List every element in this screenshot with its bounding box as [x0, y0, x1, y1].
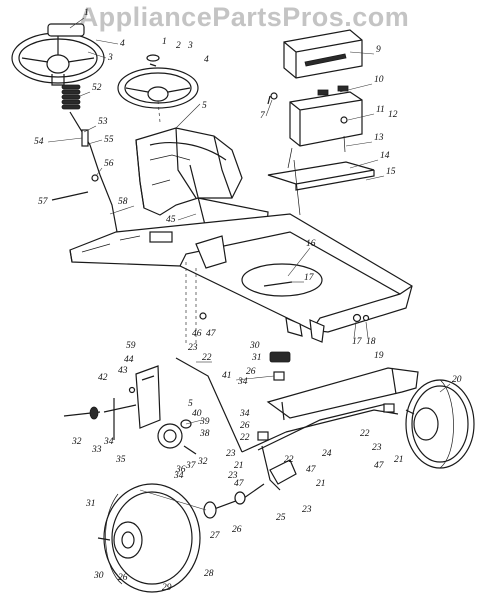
callout-47: 47 — [234, 479, 245, 489]
callout-16: 16 — [306, 239, 316, 249]
callout-46: 46 — [192, 329, 202, 339]
callout-23: 23 — [188, 343, 198, 353]
callout-1: 1 — [162, 37, 167, 47]
callout-25: 25 — [276, 513, 286, 523]
callout-labels: 1 4 3 1 2 3 4 52 5 53 54 55 56 57 58 45 … — [34, 8, 462, 593]
callout-22: 22 — [284, 455, 294, 465]
left-front-wheel — [97, 483, 207, 593]
steering-wheel-small — [117, 54, 199, 123]
callout-47: 47 — [206, 329, 217, 339]
callout-31: 31 — [85, 499, 96, 509]
callout-22: 22 — [202, 353, 212, 363]
callout-1: 1 — [84, 8, 89, 18]
callout-31: 31 — [251, 353, 262, 363]
callout-18: 18 — [366, 337, 376, 347]
callout-4: 4 — [120, 39, 125, 49]
callout-19: 19 — [374, 351, 384, 361]
callout-23: 23 — [372, 443, 382, 453]
callout-9: 9 — [376, 45, 381, 55]
callout-26: 26 — [246, 367, 256, 377]
callout-34: 34 — [239, 409, 250, 419]
callout-5: 5 — [188, 399, 193, 409]
callout-33: 33 — [91, 445, 102, 455]
callout-10: 10 — [374, 75, 384, 85]
shaft-spring — [61, 84, 81, 110]
callout-52: 52 — [92, 83, 102, 93]
callout-23: 23 — [302, 505, 312, 515]
callout-14: 14 — [380, 151, 390, 161]
front-axle — [257, 351, 419, 451]
callout-47: 47 — [374, 461, 385, 471]
callout-24: 24 — [322, 449, 332, 459]
callout-22: 22 — [240, 433, 250, 443]
callout-58: 58 — [118, 197, 128, 207]
callout-23: 23 — [226, 449, 236, 459]
left-spindle — [203, 445, 297, 519]
leader-lines — [47, 17, 451, 425]
callout-26: 26 — [232, 525, 242, 535]
callout-11: 11 — [376, 105, 385, 115]
callout-42: 42 — [98, 373, 108, 383]
callout-17: 17 — [304, 273, 315, 283]
callout-39: 39 — [199, 417, 210, 427]
callout-13: 13 — [374, 133, 384, 143]
callout-12: 12 — [388, 110, 398, 120]
callout-37: 37 — [185, 461, 197, 471]
callout-15: 15 — [386, 167, 396, 177]
callout-32: 32 — [197, 457, 208, 467]
callout-21: 21 — [394, 455, 404, 465]
callout-45: 45 — [166, 215, 176, 225]
callout-34: 34 — [237, 377, 248, 387]
callout-38: 38 — [199, 429, 210, 439]
callout-32: 32 — [71, 437, 82, 447]
callout-53: 53 — [98, 117, 108, 127]
callout-3: 3 — [107, 53, 113, 63]
callout-7: 7 — [260, 111, 266, 121]
callout-20: 20 — [452, 375, 462, 385]
callout-44: 44 — [124, 355, 134, 365]
battery-assembly — [267, 29, 375, 216]
callout-26: 26 — [118, 573, 128, 583]
watermark: AppliancePartsPros.com — [78, 2, 410, 32]
callout-4: 4 — [204, 55, 209, 65]
callout-2: 2 — [176, 41, 181, 51]
callout-3: 3 — [187, 41, 193, 51]
callout-17: 17 — [352, 337, 363, 347]
callout-28: 28 — [204, 569, 214, 579]
callout-26: 26 — [240, 421, 250, 431]
callout-54: 54 — [34, 137, 44, 147]
callout-59: 59 — [126, 341, 136, 351]
callout-30: 30 — [249, 341, 260, 351]
callout-5: 5 — [202, 101, 207, 111]
steering-gear-assembly — [63, 365, 197, 455]
callout-43: 43 — [118, 366, 128, 376]
callout-34: 34 — [173, 471, 184, 481]
callout-55: 55 — [104, 135, 114, 145]
callout-34: 34 — [103, 437, 114, 447]
main-frame — [69, 213, 413, 345]
callout-35: 35 — [115, 455, 126, 465]
callout-29: 29 — [162, 583, 172, 593]
steering-shaft — [51, 84, 121, 249]
callout-23: 23 — [228, 471, 238, 481]
tie-rod-assembly — [175, 357, 399, 453]
callout-36: 36 — [175, 465, 186, 475]
steering-wheel-large — [11, 23, 105, 86]
callout-30: 30 — [93, 571, 104, 581]
callout-21: 21 — [234, 461, 244, 471]
callout-27: 27 — [210, 531, 221, 541]
callout-22: 22 — [360, 429, 370, 439]
right-front-wheel — [405, 379, 475, 469]
callout-40: 40 — [192, 409, 202, 419]
callout-57: 57 — [38, 197, 49, 207]
callout-56: 56 — [104, 159, 114, 169]
callout-41: 41 — [222, 371, 232, 381]
callout-21: 21 — [316, 479, 326, 489]
dash-cover — [135, 127, 269, 246]
callout-47: 47 — [306, 465, 317, 475]
